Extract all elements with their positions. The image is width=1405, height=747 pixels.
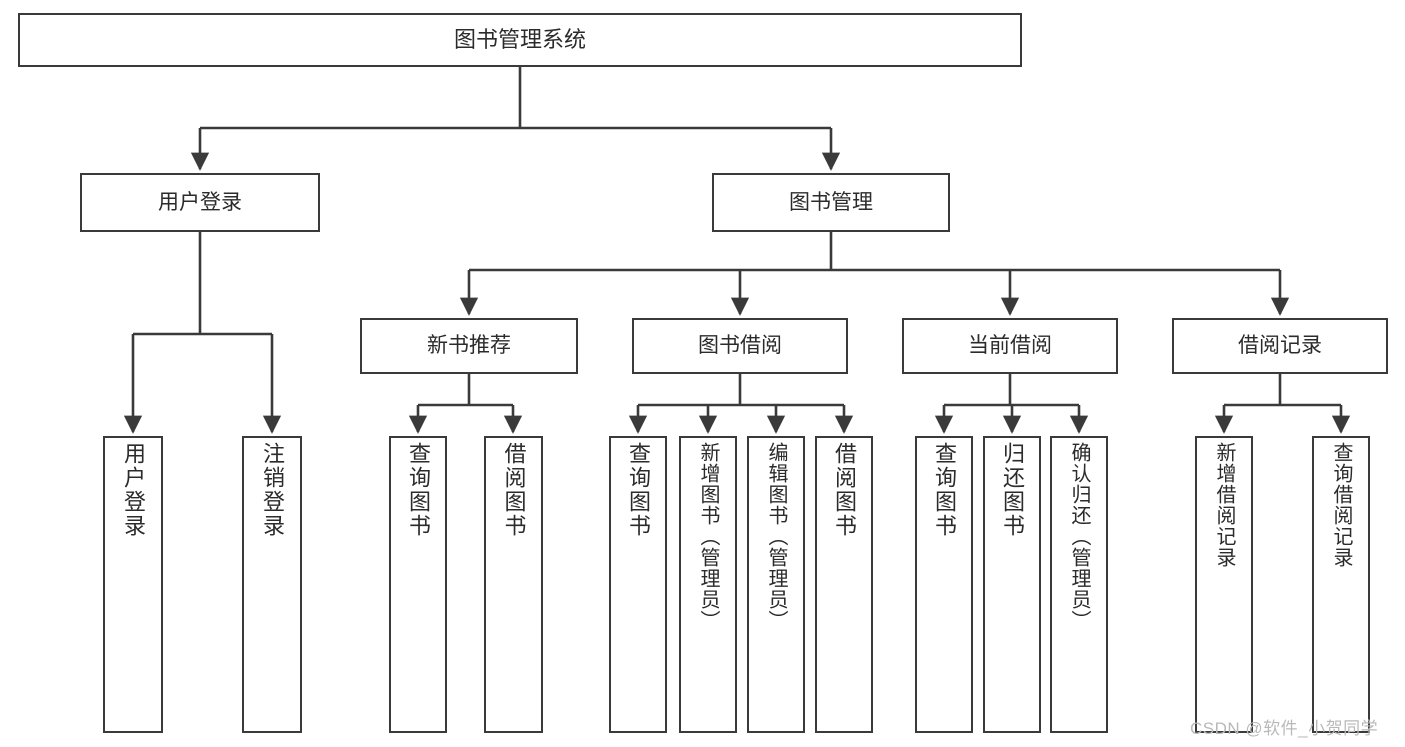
node-new-book-rec-label: 新书推荐	[427, 334, 511, 358]
leaf-borrow-book-2-label: 借阅图书	[832, 442, 857, 538]
node-book-manage-label: 图书管理	[789, 190, 873, 214]
leaf-user-login[interactable]: 用户登录	[103, 436, 163, 733]
node-current-borrow-label: 当前借阅	[968, 334, 1052, 358]
leaf-query-book-3-label: 查询图书	[932, 442, 957, 538]
node-borrow-record-label: 借阅记录	[1238, 334, 1322, 358]
leaf-borrow-book-2[interactable]: 借阅图书	[815, 436, 873, 733]
leaf-query-book-1[interactable]: 查询图书	[389, 436, 447, 733]
watermark: CSDN @软件_小贺同学	[1190, 719, 1379, 738]
leaf-borrow-book-1[interactable]: 借阅图书	[484, 436, 543, 733]
node-root-label: 图书管理系统	[453, 26, 586, 52]
leaf-borrow-book-1-label: 借阅图书	[501, 442, 527, 538]
leaf-add-book-label: 新增图书（管理员）	[697, 442, 719, 631]
node-user-login[interactable]: 用户登录	[80, 173, 320, 232]
node-book-manage[interactable]: 图书管理	[712, 173, 950, 232]
node-new-book-rec[interactable]: 新书推荐	[360, 318, 578, 374]
node-root[interactable]: 图书管理系统	[18, 13, 1022, 67]
node-borrow-record[interactable]: 借阅记录	[1172, 318, 1388, 374]
leaf-edit-book-label: 编辑图书（管理员）	[765, 442, 787, 631]
leaf-edit-book[interactable]: 编辑图书（管理员）	[747, 436, 805, 733]
leaf-add-book[interactable]: 新增图书（管理员）	[679, 436, 737, 733]
leaf-query-record[interactable]: 查询借阅记录	[1312, 436, 1370, 733]
node-current-borrow[interactable]: 当前借阅	[902, 318, 1118, 374]
leaf-return-book[interactable]: 归还图书	[983, 436, 1041, 733]
leaf-add-record-label: 新增借阅记录	[1213, 442, 1235, 568]
node-user-login-label: 用户登录	[158, 190, 242, 214]
leaf-user-login-label: 用户登录	[121, 442, 146, 538]
node-book-borrow[interactable]: 图书借阅	[632, 318, 848, 374]
leaf-query-book-1-label: 查询图书	[406, 442, 431, 538]
leaf-query-book-2-label: 查询图书	[626, 442, 651, 538]
leaf-logout[interactable]: 注销登录	[242, 436, 302, 733]
leaf-query-record-label: 查询借阅记录	[1330, 442, 1352, 568]
leaf-query-book-2[interactable]: 查询图书	[609, 436, 667, 733]
node-book-borrow-label: 图书借阅	[698, 334, 782, 358]
leaf-logout-label: 注销登录	[260, 442, 285, 538]
leaf-confirm-return-label: 确认归还（管理员）	[1068, 442, 1090, 631]
leaf-confirm-return[interactable]: 确认归还（管理员）	[1050, 436, 1108, 733]
leaf-return-book-label: 归还图书	[1000, 442, 1025, 538]
leaf-query-book-3[interactable]: 查询图书	[915, 436, 973, 733]
leaf-add-record[interactable]: 新增借阅记录	[1195, 436, 1253, 733]
